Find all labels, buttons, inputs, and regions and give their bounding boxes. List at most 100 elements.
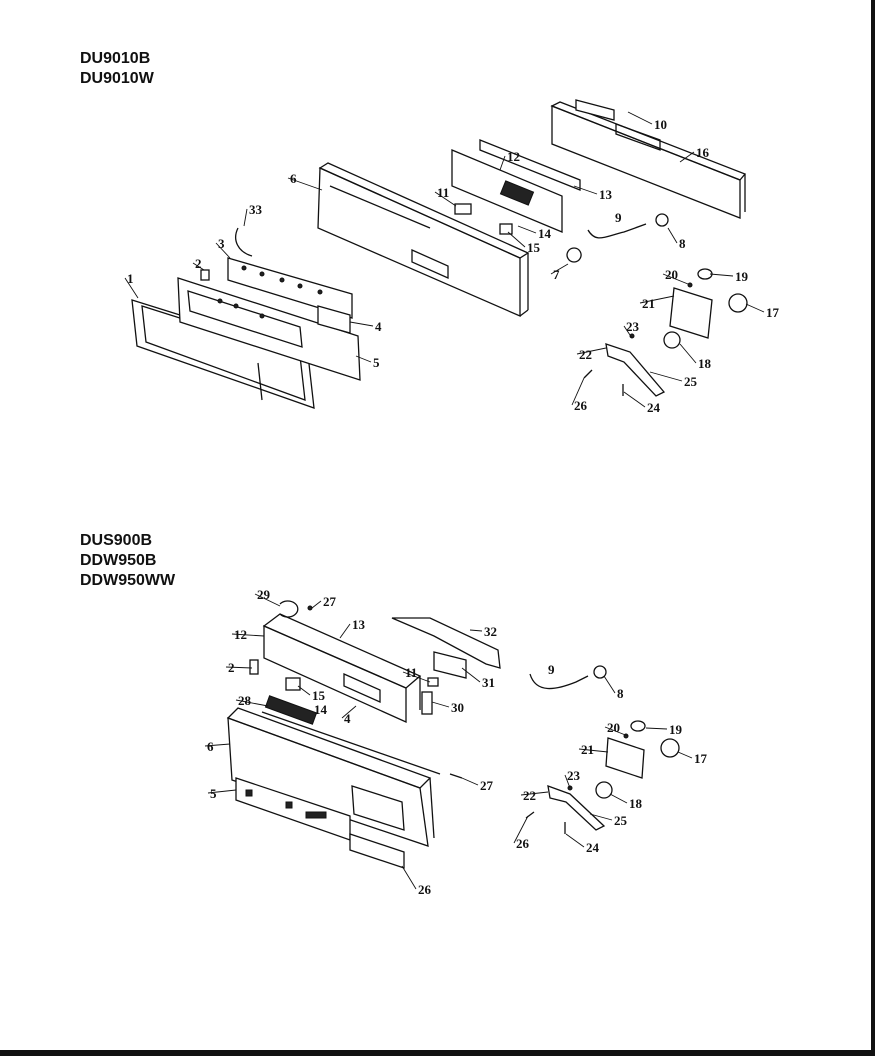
model-number: DDW950WW	[80, 572, 176, 589]
callout-leader-line	[287, 177, 323, 191]
part-4-label	[317, 305, 351, 334]
callout-label-30: 30	[451, 700, 464, 715]
callout-leader-line	[627, 111, 653, 125]
callout-label-18: 18	[698, 356, 712, 371]
callout-leader-line	[709, 273, 734, 277]
callout-label-2: 2	[195, 256, 202, 271]
callout-label-13: 13	[599, 187, 613, 202]
callout-label-14: 14	[314, 702, 328, 717]
part-6-console	[226, 707, 441, 847]
callout-leader-line	[513, 815, 529, 844]
callout-label-5: 5	[373, 355, 380, 370]
part-27-screw	[307, 605, 313, 611]
part-17-motor	[728, 293, 748, 313]
part-12-component	[499, 180, 535, 206]
callout-label-27: 27	[480, 778, 494, 793]
part-27-screw	[449, 773, 463, 779]
callout-label-29: 29	[257, 587, 271, 602]
callout-leader-line	[571, 377, 585, 406]
callout-label-20: 20	[665, 267, 678, 282]
part-31-bracket	[433, 651, 467, 679]
part-18-cam	[595, 781, 613, 799]
callout-leader-line	[215, 242, 231, 259]
callout-label-26: 26	[418, 882, 432, 897]
part-11-switch	[454, 203, 472, 215]
part-12-housing	[262, 613, 422, 724]
callout-label-28: 28	[238, 693, 252, 708]
callout-label-31: 31	[482, 675, 495, 690]
callout-leader-line	[576, 347, 607, 355]
callout-leader-line	[645, 727, 668, 730]
callout-leader-line	[243, 208, 248, 227]
callout-leader-line	[667, 227, 678, 244]
callout-label-22: 22	[579, 347, 592, 362]
callout-leader-line	[745, 303, 765, 313]
part-21-bracket	[605, 737, 645, 779]
callout-leader-line	[401, 865, 417, 890]
part-30-hinge	[421, 691, 433, 715]
part-13-insulator	[479, 139, 581, 191]
part-22-lever	[547, 785, 606, 831]
callout-leader-line	[573, 185, 598, 195]
callout-label-22: 22	[523, 788, 536, 803]
callout-leader-line	[604, 726, 629, 737]
callout-label-6: 6	[290, 171, 297, 186]
callout-label-7: 7	[553, 267, 560, 282]
callout-leader-line	[254, 593, 281, 607]
callout-leader-line	[225, 666, 253, 669]
callout-leader-line	[341, 705, 357, 719]
callout-label-23: 23	[626, 319, 640, 334]
callout-leader-line	[207, 789, 237, 794]
part-8-knob	[593, 665, 607, 679]
part-2-clip	[249, 659, 259, 675]
callout-leader-line	[204, 743, 231, 747]
part-17-motor	[660, 738, 680, 758]
callout-leader-line	[499, 155, 506, 171]
part-19-cap	[697, 268, 713, 280]
callout-label-5: 5	[210, 786, 217, 801]
part-6-control-panel	[317, 162, 530, 317]
part-14-bracket	[499, 223, 513, 235]
part-26-label	[349, 833, 405, 869]
part-18-cam	[663, 331, 681, 349]
callout-leader-line	[589, 813, 613, 821]
part-22-lever	[605, 343, 666, 397]
part-29-clip	[279, 600, 299, 618]
callout-label-3: 3	[218, 236, 225, 251]
part-15-switch	[285, 677, 301, 691]
model-number: DU9010W	[80, 70, 154, 87]
callout-leader-line	[431, 701, 450, 708]
model-list-lower: DUS900B DDW950B DDW950WW	[80, 531, 175, 591]
callout-label-18: 18	[629, 796, 643, 811]
callout-leader-line	[124, 277, 139, 299]
part-26-screw	[583, 369, 593, 379]
callout-leader-line	[565, 833, 585, 848]
callout-label-21: 21	[642, 296, 655, 311]
callout-label-1: 1	[127, 271, 134, 286]
callout-label-8: 8	[679, 236, 686, 251]
callout-leader-line	[297, 685, 311, 696]
callout-leader-line	[461, 777, 479, 786]
part-8-knob	[655, 213, 669, 227]
callout-label-24: 24	[647, 400, 661, 415]
callout-leader-line	[609, 793, 628, 804]
callout-leader-line	[507, 231, 526, 248]
callout-leader-line	[520, 791, 549, 796]
callout-label-4: 4	[344, 711, 351, 726]
part-9-wire-harness	[529, 673, 589, 690]
part-28-button-strip	[264, 695, 318, 725]
callout-leader-line	[231, 633, 265, 637]
callout-label-16: 16	[696, 145, 710, 160]
callout-leader-line	[662, 273, 689, 285]
callout-leader-line	[677, 751, 693, 759]
callout-leader-line	[517, 225, 537, 234]
callout-label-24: 24	[586, 840, 600, 855]
callout-label-17: 17	[694, 751, 708, 766]
callout-label-15: 15	[312, 688, 326, 703]
callout-label-15: 15	[527, 240, 541, 255]
sheet-border-right	[871, 0, 875, 1056]
callout-leader-line	[649, 371, 683, 382]
callout-label-33: 33	[249, 202, 263, 217]
